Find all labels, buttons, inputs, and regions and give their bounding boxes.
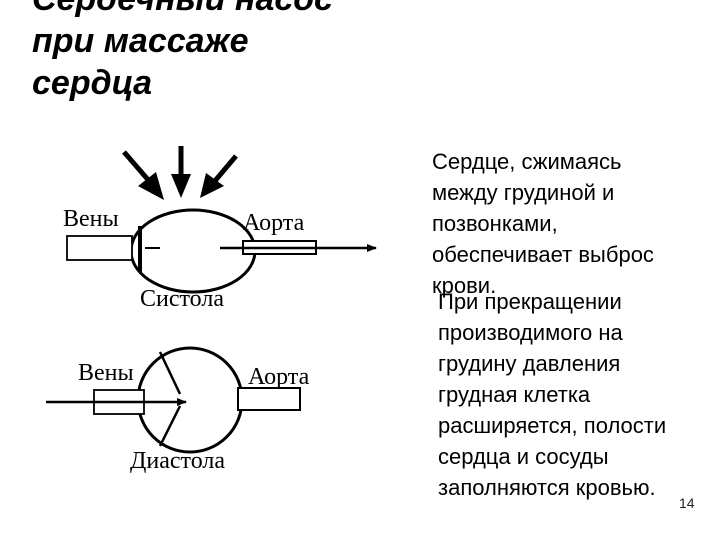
vein-tube bbox=[66, 235, 133, 261]
title-line: при массаже bbox=[32, 22, 249, 60]
compression-arrows bbox=[122, 146, 238, 200]
systole-diagram: Вены Аорта Систола bbox=[63, 146, 377, 312]
veins-label: Вены bbox=[78, 360, 134, 386]
text-line: грудину давления bbox=[438, 351, 621, 376]
slide-number: 14 bbox=[679, 495, 695, 511]
title-line: Сердечный насос bbox=[32, 0, 392, 20]
systole-caption: Систола bbox=[140, 286, 224, 312]
heart-outline bbox=[129, 208, 257, 294]
systole-description: Сердце, сжимаясь между грудиной и позвон… bbox=[432, 146, 654, 301]
text-line: позвонками, bbox=[432, 211, 558, 236]
text-line: расширяется, полости bbox=[438, 413, 667, 438]
text-line: сердца и сосуды bbox=[438, 444, 609, 469]
slide-title: Сердечный насос при массаже сердца bbox=[32, 0, 392, 104]
text-line: обеспечивает выброс bbox=[432, 242, 654, 267]
text-line: заполняются кровью. bbox=[438, 475, 656, 500]
compression-arrow-right bbox=[200, 154, 238, 198]
diastole-caption: Диастола bbox=[130, 448, 225, 474]
compression-arrow-center bbox=[171, 146, 191, 198]
aorta-tube bbox=[237, 387, 301, 411]
open-valves bbox=[158, 351, 182, 447]
text-line: При прекращении bbox=[438, 289, 622, 314]
heart-outline bbox=[136, 346, 244, 454]
text-line: крови. bbox=[432, 273, 497, 298]
text-line: производимого на bbox=[438, 320, 623, 345]
diastole-diagram: Вены Аорта Диастола bbox=[46, 346, 310, 474]
aorta-label: Аорта bbox=[248, 364, 310, 390]
text-line: грудная клетка bbox=[438, 382, 591, 407]
veins-label: Вены bbox=[63, 206, 119, 232]
diastole-description: При прекращении производимого на грудину… bbox=[438, 286, 666, 503]
text-line: между грудиной и bbox=[432, 180, 615, 205]
aorta-label: Аорта bbox=[243, 210, 305, 236]
title-line: сердца bbox=[32, 64, 153, 102]
text-line: Сердце, сжимаясь bbox=[432, 149, 622, 174]
compression-arrow-left bbox=[122, 150, 164, 200]
